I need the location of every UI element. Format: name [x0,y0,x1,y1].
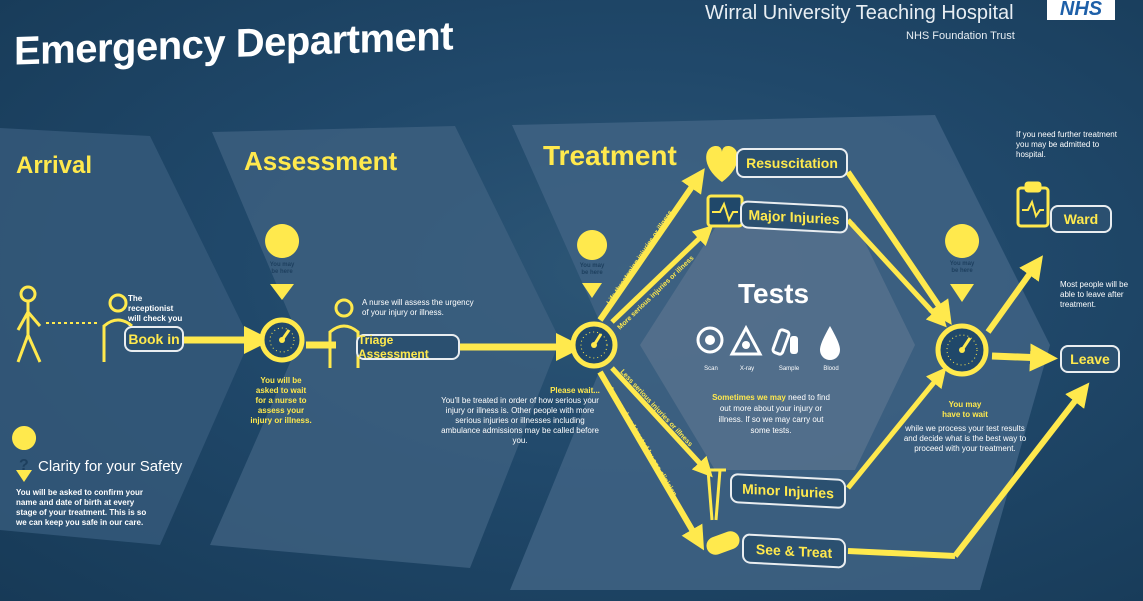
nurse-note: A nurse will assess the urgency of your … [362,298,474,317]
tests-note-highlight: Sometimes we may [712,393,786,402]
exit-wait-note: while we process your test results and d… [903,424,1027,453]
blood-drop-icon [820,326,840,360]
you-may-be-here-pin-1 [265,224,300,300]
you-may-be-here-pin-3 [945,224,980,302]
walking-person-icon [16,285,42,363]
scan-icon [696,326,724,354]
nurse-icon [328,298,360,368]
wait-clock-icon-3 [935,323,989,377]
clipboard-icon [1016,181,1050,228]
sample-icon [771,328,798,356]
receptionist-icon [102,293,133,362]
tests-note: Sometimes we may need to find out more a… [712,392,830,436]
arrival-wait-note: You will be asked to wait for a nurse to… [250,376,312,425]
triage-assessment-box: Triage Assessment [356,333,460,361]
test-label-scan: Scan [704,366,718,372]
resuscitation-box: Resuscitation [736,148,848,178]
tests-panel [640,222,915,470]
leave-box: Leave [1060,345,1120,373]
test-label-blood: Blood [823,366,839,372]
stage-arrival: Arrival [16,152,93,179]
wait-badge-1: You may be here [269,262,295,275]
heart-monitor-icon [706,194,744,228]
ward-note: If you need further treatment you may be… [1016,130,1117,159]
book-in-box: Book in [124,326,184,352]
ward-box: Ward [1050,205,1112,233]
stage-assessment: Assessment [244,146,398,176]
test-label-sample: Sample [778,366,800,372]
you-may-be-here-pin-2 [577,230,608,298]
see-and-treat-box: See & Treat [742,533,846,569]
tests-title: Tests [738,278,810,309]
stage-treatment: Treatment [543,140,677,171]
svg-text:?: ? [19,457,29,474]
major-injuries-box: Major Injuries [740,200,848,234]
tests-note-text: need to find out more about your injury … [718,393,830,435]
wait-badge-3: You may be here [949,261,975,274]
crutches-icon [702,468,726,521]
wait-clock-icon-2 [570,321,618,369]
xray-icon [729,324,763,356]
minor-injuries-box: Minor Injuries [730,472,846,510]
heart-icon [706,146,738,182]
wait-badge-2: You may be here [579,263,605,276]
org-subtitle: NHS Foundation Trust [906,30,1015,42]
leave-note: Most people will be able to leave after … [1060,280,1129,309]
assessment-wait-note: You'll be treated in order of how seriou… [441,396,599,445]
test-label-xray: X-ray [739,366,755,372]
exit-wait-title: You may have to wait [942,400,988,419]
nhs-logo: NHS [1059,0,1103,20]
safety-title: Clarity for your Safety [38,458,183,475]
nhs-logo-box [1047,0,1115,20]
org-name: Wirral University Teaching Hospital [705,2,1014,24]
bandage-icon [706,531,740,555]
wait-clock-icon-1 [259,317,305,363]
question-icon: ? [12,426,37,482]
safety-note: You will be asked to confirm your name a… [16,488,147,527]
assessment-wait-title: Please wait... [550,386,600,395]
